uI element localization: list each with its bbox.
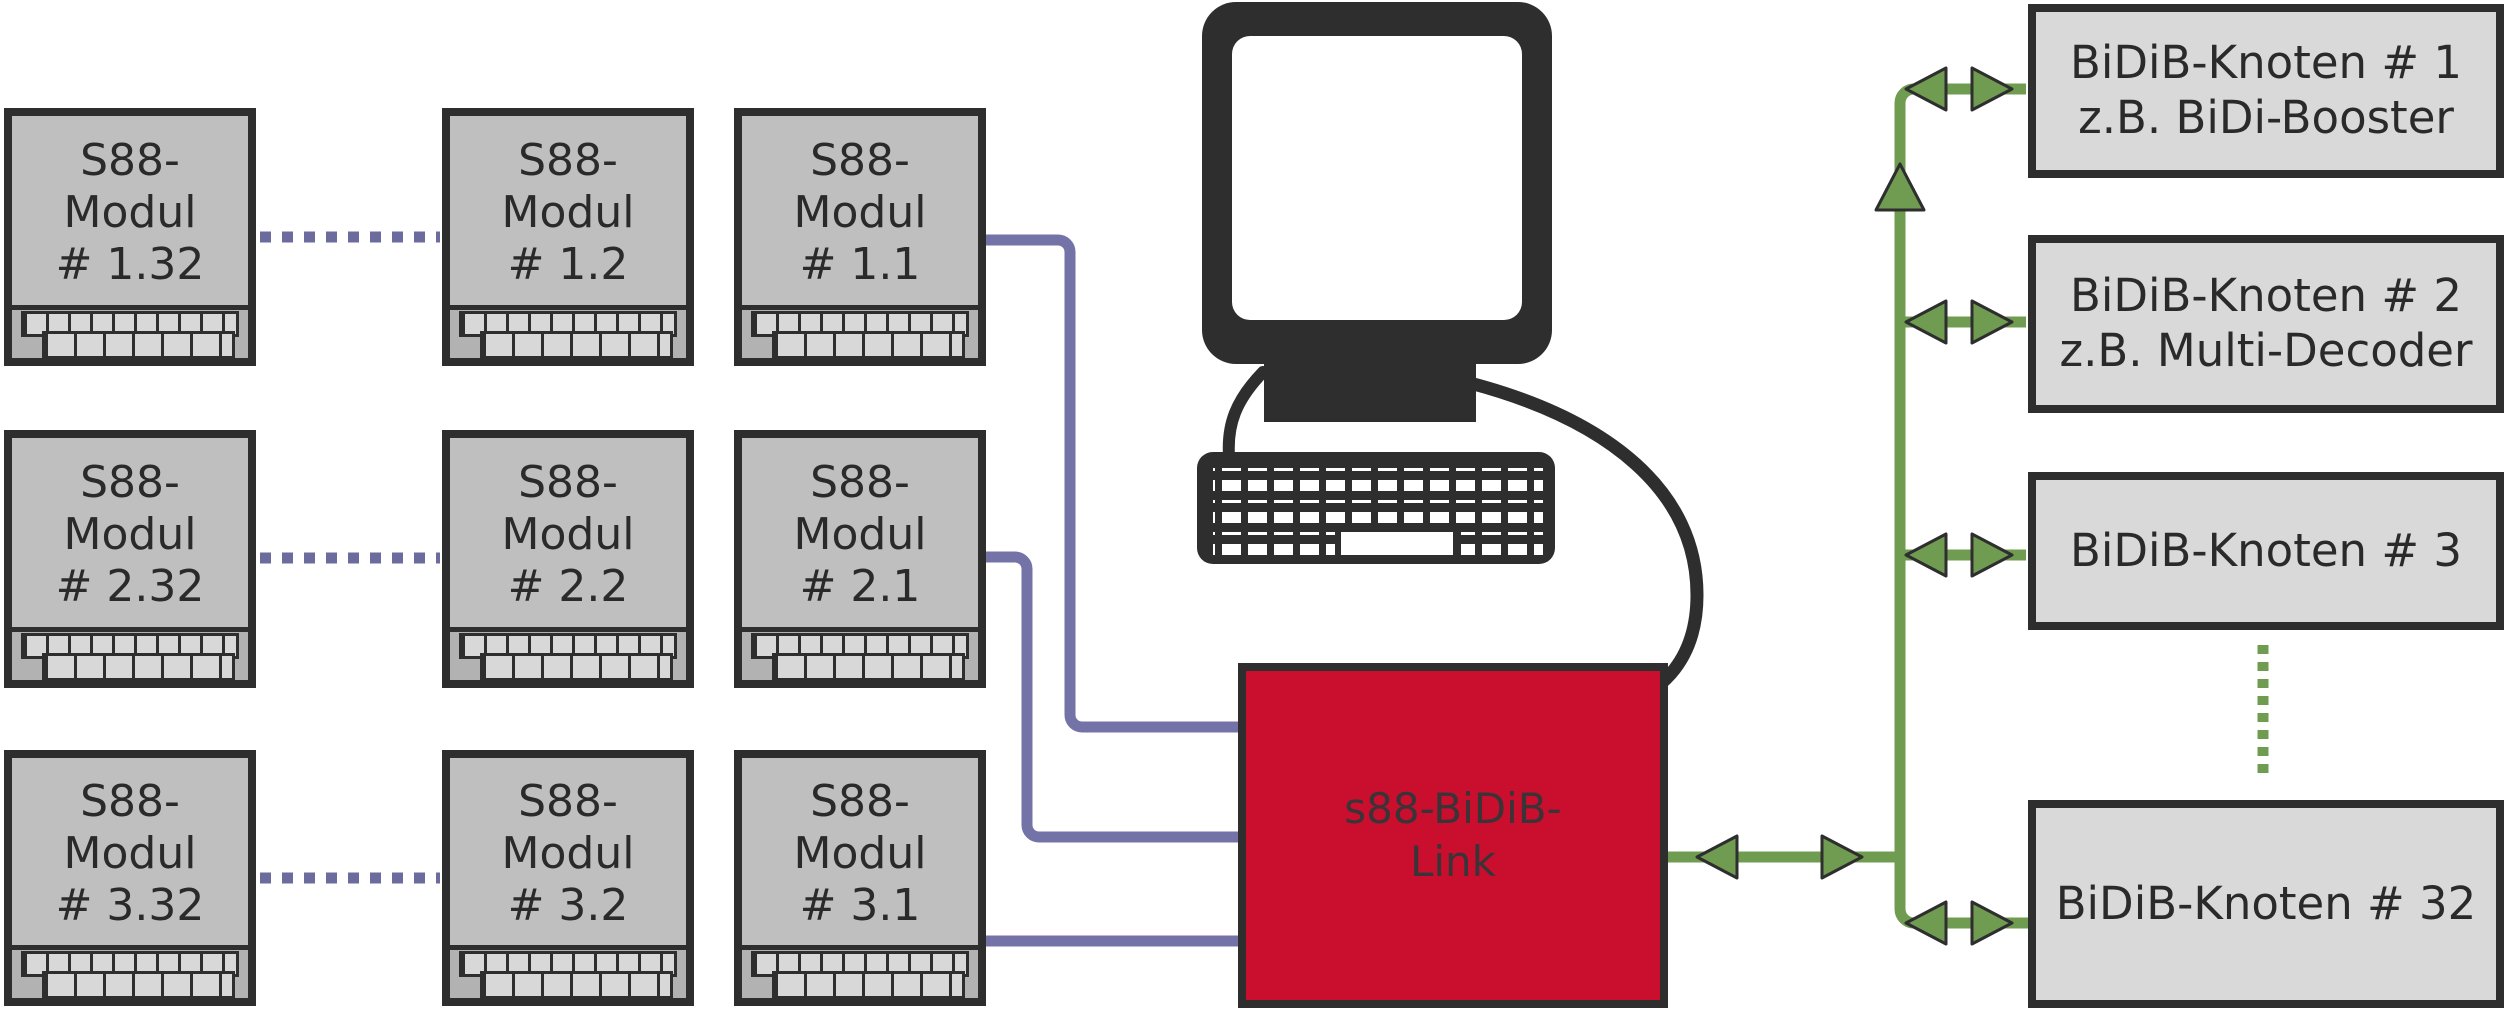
s88-module-2-32: S88- Modul # 2.32 <box>4 430 256 688</box>
arrow-right-icon <box>1970 299 2014 345</box>
s88-bus-dotted-line <box>260 231 440 884</box>
arrow-left-icon <box>1904 532 1948 578</box>
s88-connector-strip <box>742 305 978 359</box>
s88-module-3-32: S88- Modul # 3.32 <box>4 750 256 1006</box>
s88-module-label: S88- Modul # 2.2 <box>501 457 635 612</box>
keyboard-cable <box>1222 366 1269 462</box>
computer-icon <box>1202 2 1704 714</box>
spacebar-key <box>1341 532 1453 555</box>
s88-module-label: S88- Modul # 1.32 <box>55 135 205 290</box>
s88-module-2-1: S88- Modul # 2.1 <box>734 430 986 688</box>
s88-module-3-1: S88- Modul # 3.1 <box>734 750 986 1006</box>
s88-module-label: S88- Modul # 3.32 <box>55 776 205 931</box>
s88-module-label: S88- Modul # 1.1 <box>793 135 927 290</box>
bidib-bus-arrows <box>1695 66 2014 946</box>
arrow-right-icon <box>1820 834 1864 880</box>
bidib-node-1: BiDiB-Knoten # 1 z.B. BiDi-Booster <box>2028 4 2504 178</box>
s88-connector-strip <box>450 627 686 681</box>
s88-module-label: S88- Modul # 3.1 <box>793 776 927 931</box>
s88-connector-strip <box>742 627 978 681</box>
s88-connector-strip <box>742 945 978 999</box>
s88-module-label: S88- Modul # 1.2 <box>501 135 635 290</box>
s88-module-label: S88- Modul # 3.2 <box>501 776 635 931</box>
s88-connector-strip <box>12 305 248 359</box>
s88-module-label: S88- Modul # 2.32 <box>55 457 205 612</box>
bidib-node-3: BiDiB-Knoten # 3 <box>2028 472 2504 630</box>
arrow-right-icon <box>1970 532 2014 578</box>
arrow-left-icon <box>1904 299 1948 345</box>
bidib-bus-line <box>1666 83 2028 929</box>
s88-module-1-2: S88- Modul # 1.2 <box>442 108 694 366</box>
arrow-left-icon <box>1695 834 1739 880</box>
bidib-node-2: BiDiB-Knoten # 2 z.B. Multi-Decoder <box>2028 235 2504 413</box>
arrow-right-icon <box>1970 66 2014 112</box>
s88-module-label: S88- Modul # 2.1 <box>793 457 927 612</box>
keyboard-icon <box>1197 452 1555 564</box>
s88-connector-strip <box>12 945 248 999</box>
s88-connector-strip <box>12 627 248 681</box>
s88-module-1-1: S88- Modul # 1.1 <box>734 108 986 366</box>
s88-bus-line <box>984 234 1240 947</box>
arrow-left-icon <box>1904 900 1948 946</box>
s88-module-2-2: S88- Modul # 2.2 <box>442 430 694 688</box>
s88-connector-strip <box>450 945 686 999</box>
s88-connector-strip <box>450 305 686 359</box>
arrow-right-icon <box>1970 900 2014 946</box>
arrow-left-icon <box>1904 66 1948 112</box>
s88-module-3-2: S88- Modul # 3.2 <box>442 750 694 1006</box>
s88-module-1-32: S88- Modul # 1.32 <box>4 108 256 366</box>
bidib-node-32: BiDiB-Knoten # 32 <box>2028 800 2504 1008</box>
s88-bidib-link-box: s88-BiDiB- Link <box>1238 663 1668 1008</box>
arrow-up-icon <box>1874 162 1926 212</box>
